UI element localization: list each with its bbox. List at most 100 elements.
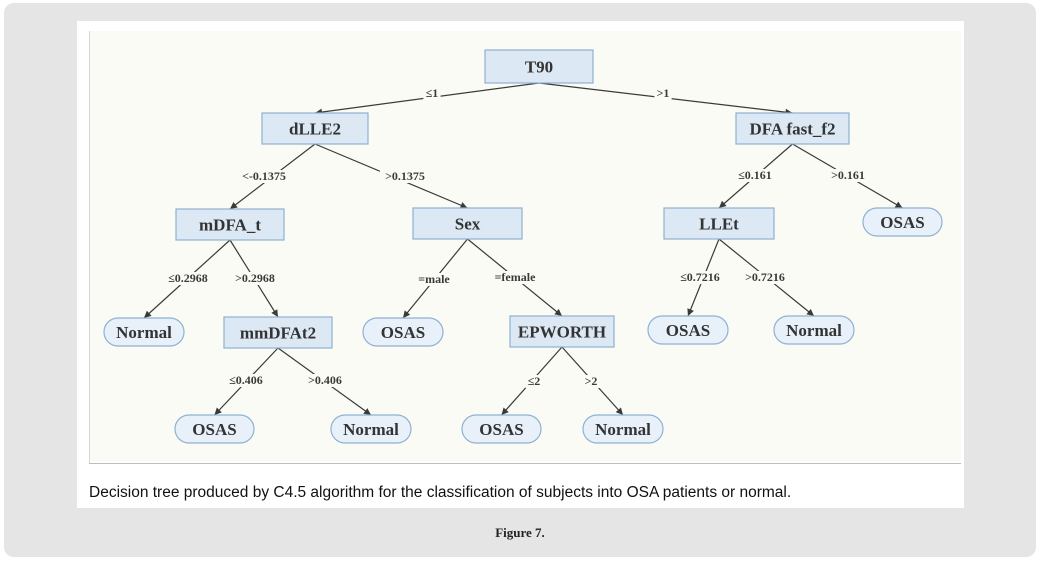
- arrowhead-normal4: [615, 407, 623, 415]
- edge-label-llet-normal2: >0.7216: [745, 270, 785, 284]
- leaf-node-normal1: Normal: [103, 317, 185, 347]
- split-node-sex: Sex: [412, 207, 523, 240]
- arrowhead-epworth: [554, 308, 562, 316]
- arrowhead-normal2: [806, 308, 814, 316]
- node-box: [223, 316, 333, 349]
- edge-label-bg: [423, 87, 441, 100]
- arrowhead-mdfa: [230, 201, 238, 209]
- split-node-t90: T90: [484, 49, 594, 84]
- edge-label-mdfa-mmdfa: >0.2968: [235, 271, 275, 285]
- edge-label-mmdfa-normal3: >0.406: [308, 373, 342, 387]
- edge-label-bg: [162, 272, 214, 285]
- figure-panel: Decision tree produced by C4.5 algorithm…: [77, 21, 964, 508]
- edge-label-bg: [525, 375, 543, 388]
- arrowhead-normal1: [144, 310, 152, 318]
- node-box: [330, 414, 412, 444]
- leaf-node-osas3: OSAS: [647, 315, 729, 345]
- edges-layer: ≤1>1<-0.1375>0.1375≤0.161>0.161≤0.2968>0…: [143, 82, 903, 416]
- node-label: LLEt: [699, 215, 739, 234]
- arrowhead-normal3: [363, 408, 371, 415]
- edge-label-llet-osas3: ≤0.7216: [680, 270, 720, 284]
- leaf-node-normal4: Normal: [582, 414, 664, 444]
- node-label: mDFA_t: [199, 216, 261, 235]
- node-label: OSAS: [666, 321, 710, 340]
- node-label: OSAS: [880, 213, 924, 232]
- node-box: [461, 414, 542, 444]
- edge-label-bg: [582, 375, 600, 388]
- node-label: mmDFAt2: [240, 324, 316, 343]
- edge-label-sex-epworth: =female: [495, 270, 536, 284]
- node-label: OSAS: [479, 420, 523, 439]
- edge-label-epworth-normal4: >2: [585, 374, 598, 388]
- node-box: [663, 207, 775, 240]
- edge-label-bg: [826, 169, 870, 182]
- node-label: Normal: [343, 420, 399, 439]
- edge-label-bg: [229, 272, 281, 285]
- edge-label-epworth-osas5: ≤2: [528, 374, 541, 388]
- edge-label-bg: [303, 374, 347, 387]
- split-node-mdfa: mDFA_t: [175, 208, 285, 241]
- arrowhead-mmdfa: [271, 309, 278, 317]
- edge-label-bg: [733, 169, 777, 182]
- split-node-dfa: DFA fast_f2: [735, 112, 850, 145]
- node-box: [735, 112, 850, 145]
- edge-label-bg: [224, 374, 268, 387]
- split-node-mmdfa: mmDFAt2: [223, 316, 333, 349]
- node-label: OSAS: [381, 323, 425, 342]
- node-label: Normal: [786, 321, 842, 340]
- node-box: [412, 207, 523, 240]
- edge-label-dlle2-mdfa: <-0.1375: [242, 169, 286, 183]
- leaf-node-osas2: OSAS: [362, 317, 444, 347]
- node-box: [362, 317, 444, 347]
- node-label: Normal: [116, 323, 172, 342]
- node-label: T90: [525, 58, 553, 77]
- figure-caption: Decision tree produced by C4.5 algorithm…: [89, 484, 792, 501]
- arrowhead-llet: [719, 200, 727, 208]
- node-box: [175, 208, 285, 241]
- node-label: OSAS: [192, 420, 236, 439]
- edge-label-bg: [415, 273, 453, 286]
- edge-label-dfa-osas1: >0.161: [831, 168, 865, 182]
- leaf-node-osas4: OSAS: [174, 414, 255, 444]
- edge-label-bg: [489, 271, 541, 284]
- node-box: [174, 414, 255, 444]
- caption-divider: [89, 463, 961, 464]
- node-box: [647, 315, 729, 345]
- split-node-dlle2: dLLE2: [261, 112, 369, 145]
- arrowhead-sex: [459, 202, 468, 209]
- edge-label-mmdfa-osas4: ≤0.406: [229, 373, 263, 387]
- edge-label-bg: [654, 87, 672, 100]
- node-label: DFA fast_f2: [749, 120, 835, 139]
- edge-label-bg: [739, 271, 791, 284]
- edge-label-t90-dlle2: ≤1: [426, 86, 439, 100]
- leaf-node-osas1: OSAS: [862, 207, 943, 237]
- split-node-epworth: EPWORTH: [509, 315, 615, 348]
- edge-label-bg: [235, 170, 293, 183]
- edge-label-dfa-llet: ≤0.161: [738, 168, 772, 182]
- split-node-llet: LLEt: [663, 207, 775, 240]
- edge-label-bg: [674, 271, 726, 284]
- node-box: [862, 207, 943, 237]
- leaf-node-normal3: Normal: [330, 414, 412, 444]
- node-label: dLLE2: [289, 120, 341, 139]
- arrowhead-osas5: [501, 407, 509, 415]
- edge-label-bg: [379, 170, 431, 183]
- node-box: [582, 414, 664, 444]
- node-box: [261, 112, 369, 145]
- leaf-node-osas5: OSAS: [461, 414, 542, 444]
- arrowhead-osas2: [403, 310, 411, 318]
- arrowhead-osas4: [214, 407, 222, 415]
- edge-label-dlle2-sex: >0.1375: [385, 169, 425, 183]
- edge-label-t90-dfa: >1: [657, 86, 670, 100]
- arrowhead-osas3: [687, 308, 694, 316]
- node-box: [773, 315, 855, 345]
- node-label: Sex: [455, 215, 481, 234]
- edge-label-sex-osas2: =male: [418, 272, 450, 286]
- node-label: Normal: [595, 420, 651, 439]
- node-box: [509, 315, 615, 348]
- left-rule: [89, 31, 90, 463]
- node-box: [103, 317, 185, 347]
- leaf-node-normal2: Normal: [773, 315, 855, 345]
